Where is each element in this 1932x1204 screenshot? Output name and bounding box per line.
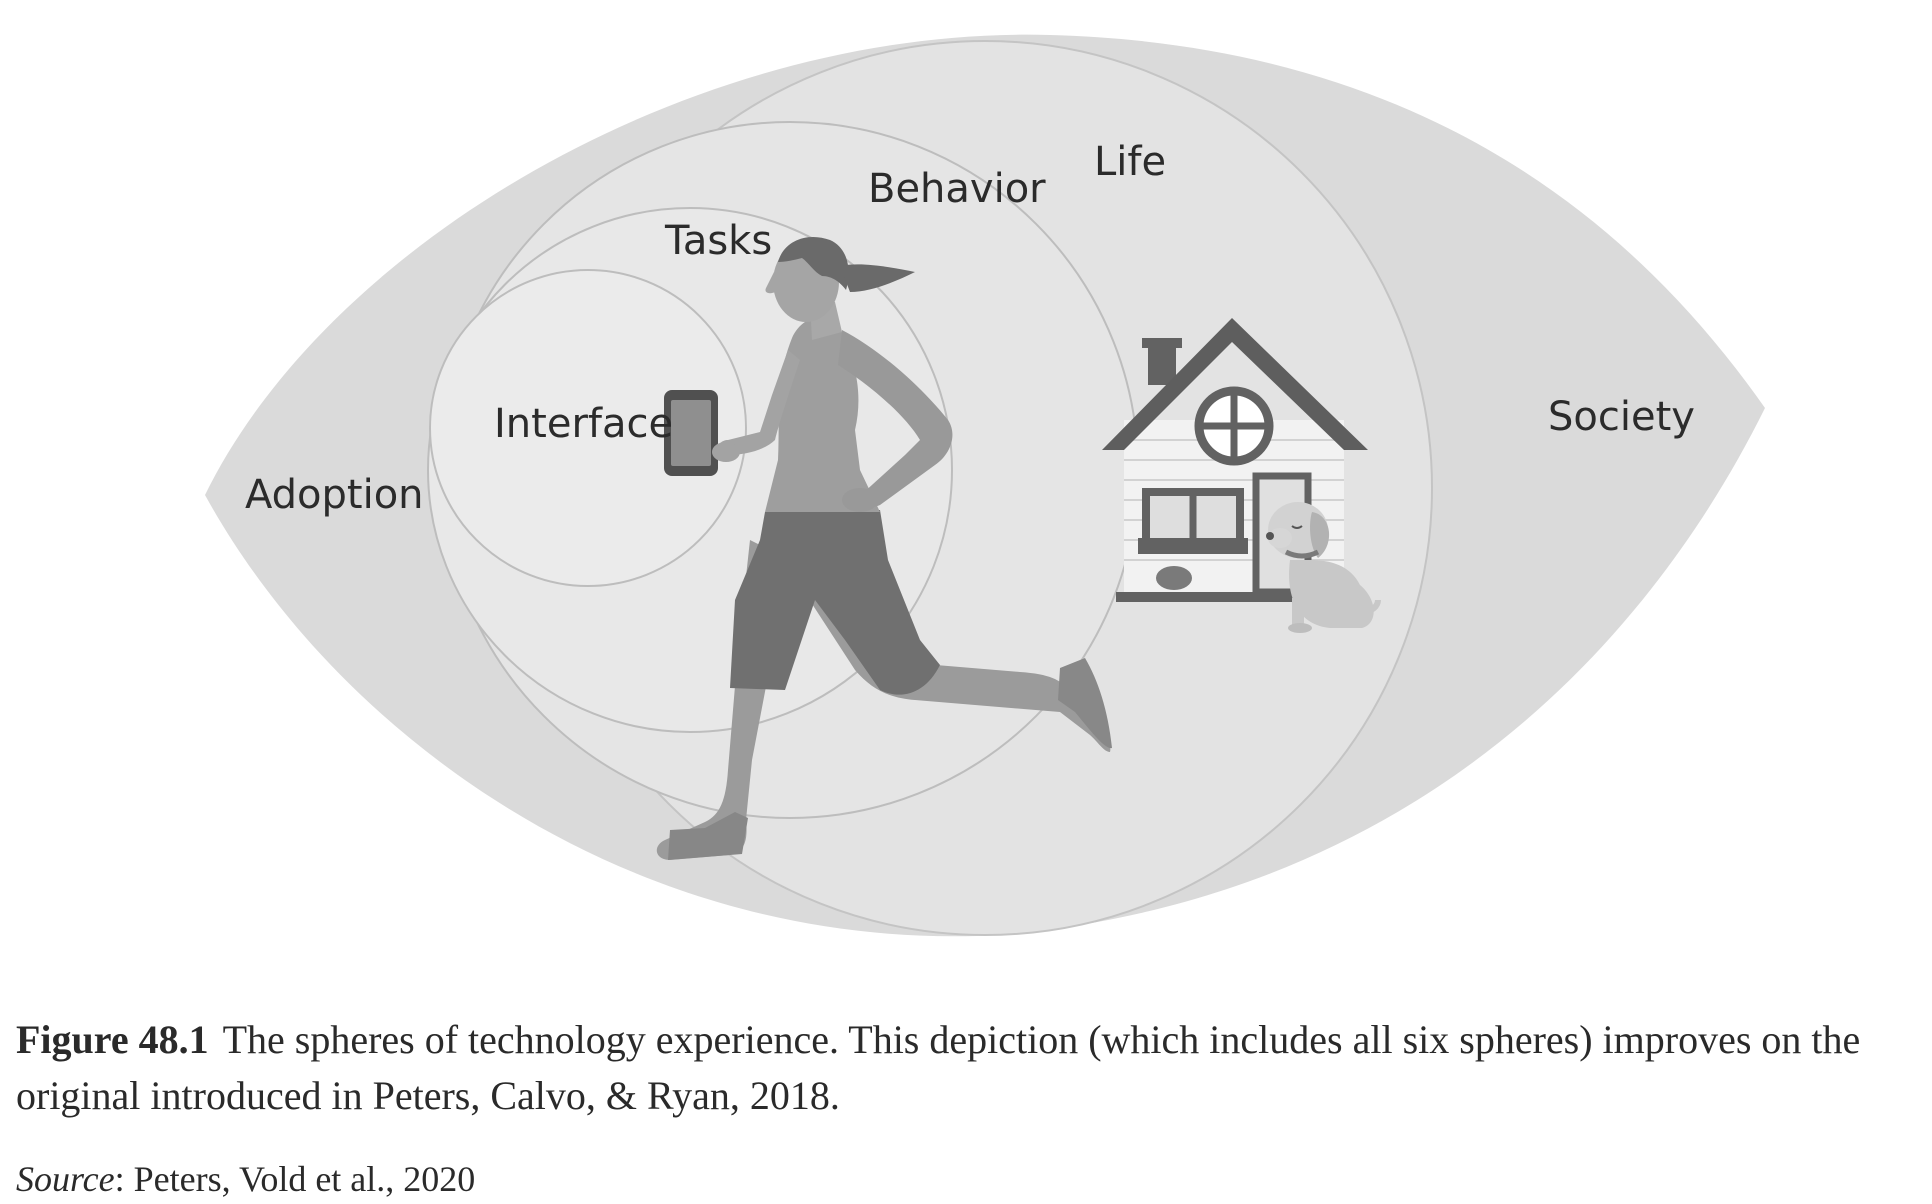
source-label: Source <box>16 1159 115 1199</box>
figure-source: Source: Peters, Vold et al., 2020 <box>16 1158 475 1200</box>
life-label: Life <box>1094 139 1166 185</box>
caption-text: The spheres of technology experience. Th… <box>16 1017 1861 1118</box>
source-text: : Peters, Vold et al., 2020 <box>114 1159 476 1199</box>
runner-illustration <box>656 236 1112 860</box>
interface-label: Interface <box>494 401 673 447</box>
adoption-label: Adoption <box>245 472 424 518</box>
interface-sphere <box>429 269 747 587</box>
behavior-label: Behavior <box>868 166 1046 212</box>
spheres-diagram: Adoption Interface Tasks Behavior Life S… <box>205 34 1765 937</box>
figure-number: Figure 48.1 <box>16 1017 209 1062</box>
tasks-label: Tasks <box>664 218 772 264</box>
society-label: Society <box>1548 394 1695 440</box>
dog-illustration <box>1266 502 1381 633</box>
house-illustration <box>1102 318 1368 602</box>
